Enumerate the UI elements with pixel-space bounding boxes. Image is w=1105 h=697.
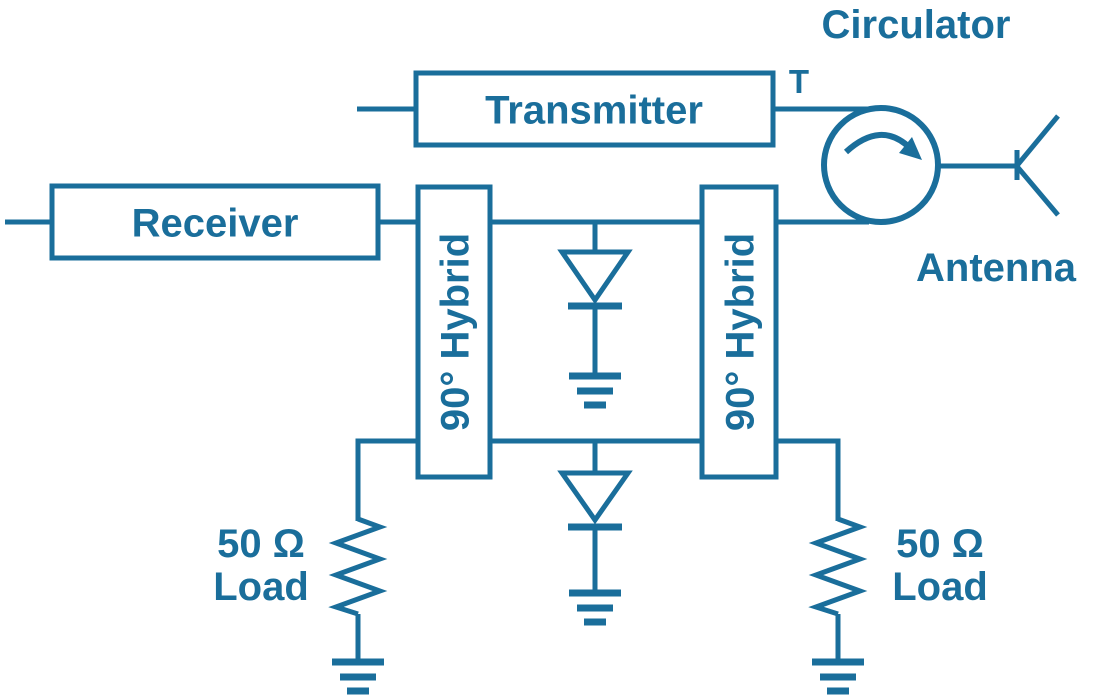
hybrid-left-label: 90° Hybrid [433,233,477,431]
circulator-arrowhead [899,137,922,160]
circulator-symbol [821,105,941,225]
receiver-label: Receiver [132,201,299,245]
resistor-right-zigzag [808,516,868,617]
load-left-label-line1: 50 Ω [217,522,305,566]
antenna-arm-upper [1013,114,1060,170]
antenna-symbol [1013,114,1060,217]
right-load-wire [774,438,841,521]
detector-diode-top-symbol [557,222,633,409]
load-right-label: 50 Ω Load [892,522,988,609]
receiver-block [49,183,381,261]
antenna-arm-lower [1013,162,1060,217]
diode-bottom-triangle [557,470,633,525]
wires [5,106,1017,521]
resistor-left-symbol [328,516,388,695]
circulator-arrow-arc [843,131,913,155]
hybrid-right-label: 90° Hybrid [718,233,762,431]
transmitter-block [413,70,776,148]
circulator-circle [821,105,941,225]
resistor-left-zigzag [328,516,388,617]
load-right-label-line2: Load [892,565,988,609]
left-load-wire [355,438,420,521]
resistor-right-symbol [808,516,868,695]
ground-symbol-diode-bottom [569,589,621,626]
antenna-label: Antenna [916,246,1077,290]
ground-symbol-diode-top [569,372,621,409]
ground-symbol-right-load [812,658,864,695]
diode-top-triangle [557,249,633,305]
transmitter-label: Transmitter [485,88,703,132]
ground-symbol-left-load [332,658,384,695]
detector-diode-bottom-symbol [557,441,633,626]
load-left-label-line2: Load [213,565,309,609]
circulator-label: Circulator [822,3,1011,47]
load-right-label-line1: 50 Ω [896,522,984,566]
hybrid-left-block [415,184,493,480]
load-left-label: 50 Ω Load [213,522,309,609]
transmit-port-label: T [789,63,809,100]
hybrid-right-block [699,184,779,480]
